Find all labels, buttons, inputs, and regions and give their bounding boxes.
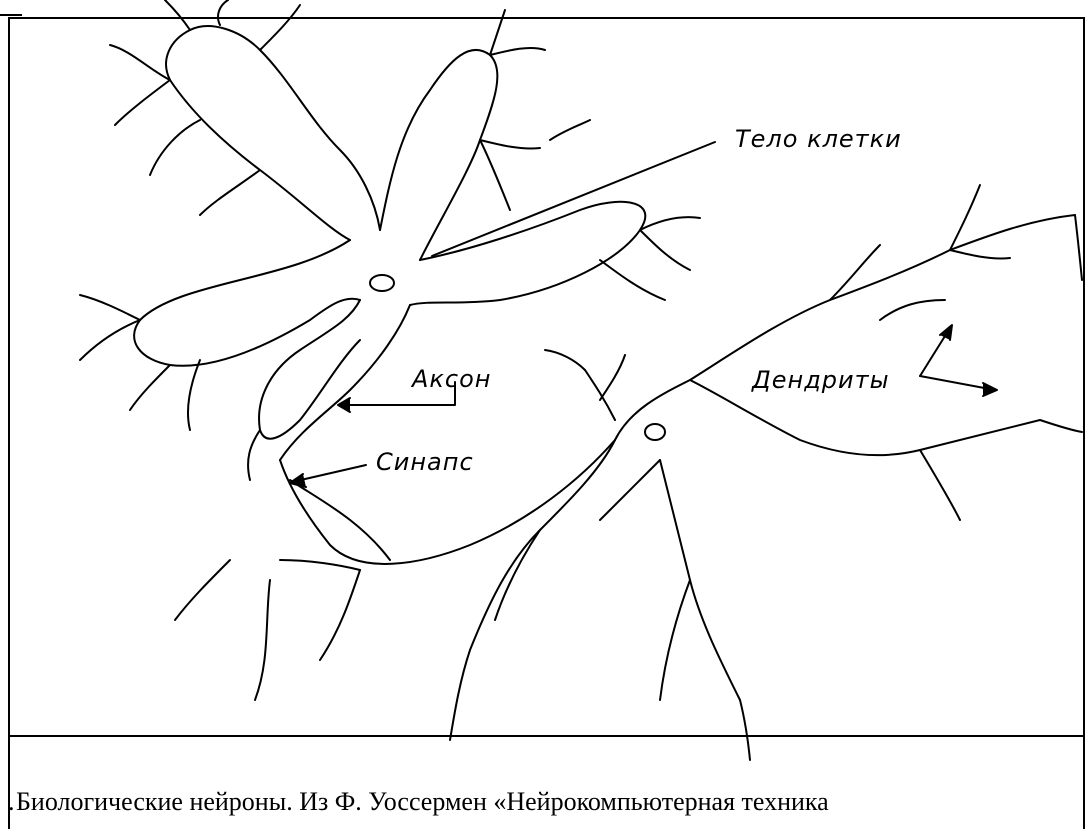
- label-cell-body: Тело клетки: [735, 125, 902, 153]
- neurons-diagram: Тело клетки Аксон Синапс Дендриты: [0, 0, 1085, 780]
- label-axon: Аксон: [410, 365, 491, 393]
- right-nucleus: [645, 424, 665, 440]
- right-soma-outline: [615, 215, 1075, 440]
- left-soma-outline: [166, 26, 380, 240]
- left-nucleus: [370, 275, 394, 291]
- figure-caption: Биологические нейроны. Из Ф. Уоссермен «…: [16, 782, 1085, 822]
- cell-body-pointer: [432, 142, 715, 256]
- caption-number-fragment: .: [8, 782, 15, 822]
- label-dendrites: Дендриты: [751, 366, 890, 394]
- label-synapse: Синапс: [376, 448, 474, 476]
- labels-group: Тело клетки Аксон Синапс Дендриты: [376, 125, 902, 476]
